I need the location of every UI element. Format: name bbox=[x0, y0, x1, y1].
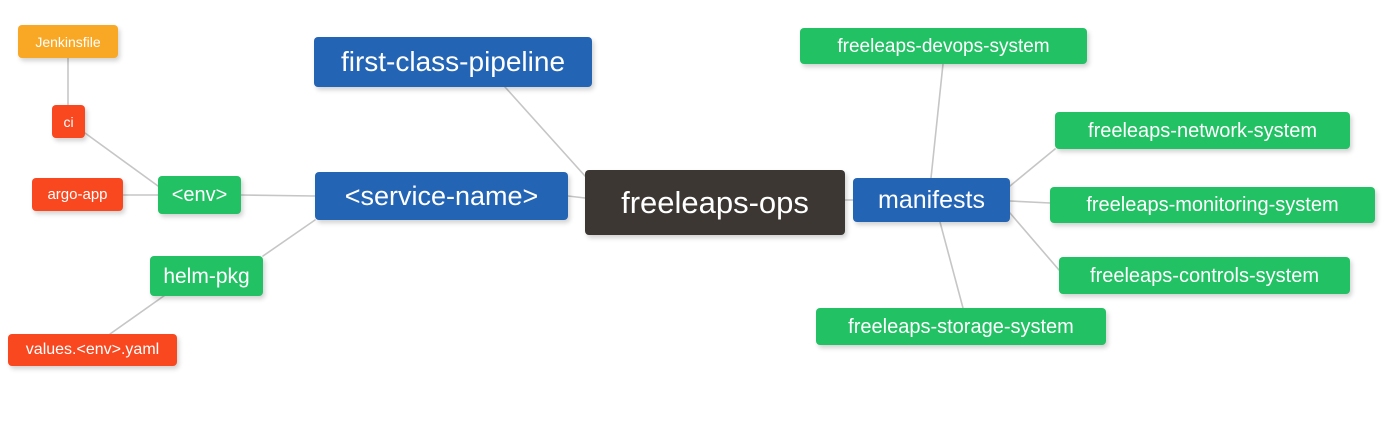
node-label: ci bbox=[63, 113, 74, 130]
node-jenkinsfile[interactable]: Jenkinsfile bbox=[18, 25, 118, 58]
edge-manifests-to-devops-system bbox=[930, 63, 944, 179]
node-label: Jenkinsfile bbox=[35, 33, 101, 50]
node-label: helm-pkg bbox=[163, 264, 250, 288]
node-label: freeleaps-storage-system bbox=[848, 315, 1074, 338]
node-values-yaml[interactable]: values.<env>.yaml bbox=[8, 334, 177, 366]
edge-manifests-to-controls-system bbox=[1009, 212, 1060, 271]
edge-ci-to-env bbox=[84, 132, 159, 187]
edge-env-to-service-name bbox=[240, 194, 316, 197]
edge-manifests-to-network-system bbox=[1009, 148, 1056, 187]
edge-manifests-to-storage-system bbox=[939, 221, 964, 309]
node-label: freeleaps-devops-system bbox=[837, 35, 1050, 57]
node-argo-app[interactable]: argo-app bbox=[32, 178, 123, 211]
node-label: freeleaps-monitoring-system bbox=[1086, 194, 1339, 216]
node-monitoring-system[interactable]: freeleaps-monitoring-system bbox=[1050, 187, 1375, 223]
node-freeleaps-ops[interactable]: freeleaps-ops bbox=[585, 170, 845, 235]
edge-helm-pkg-to-values-yaml bbox=[109, 292, 169, 335]
node-label: argo-app bbox=[47, 186, 108, 203]
node-helm-pkg[interactable]: helm-pkg bbox=[150, 256, 263, 296]
node-env[interactable]: <env> bbox=[158, 176, 241, 214]
node-label: first-class-pipeline bbox=[340, 46, 566, 77]
node-first-class-pipeline[interactable]: first-class-pipeline bbox=[314, 37, 592, 87]
node-devops-system[interactable]: freeleaps-devops-system bbox=[800, 28, 1087, 64]
node-controls-system[interactable]: freeleaps-controls-system bbox=[1059, 257, 1350, 294]
node-label: freeleaps-ops bbox=[621, 185, 809, 220]
node-label: <service-name> bbox=[344, 180, 539, 211]
node-network-system[interactable]: freeleaps-network-system bbox=[1055, 112, 1350, 149]
node-label: freeleaps-controls-system bbox=[1090, 264, 1319, 287]
edge-first-class-pipeline-to-freeleaps-ops bbox=[504, 86, 586, 177]
edge-service-name-to-helm-pkg bbox=[262, 219, 316, 257]
node-label: <env> bbox=[171, 184, 228, 206]
node-label: freeleaps-network-system bbox=[1088, 119, 1317, 142]
edge-service-name-to-freeleaps-ops bbox=[567, 195, 586, 199]
node-manifests[interactable]: manifests bbox=[853, 178, 1010, 222]
node-label: manifests bbox=[878, 185, 985, 214]
node-label: values.<env>.yaml bbox=[25, 341, 160, 358]
node-ci[interactable]: ci bbox=[52, 105, 85, 138]
edge-manifests-to-monitoring-system bbox=[1009, 200, 1051, 204]
node-storage-system[interactable]: freeleaps-storage-system bbox=[816, 308, 1106, 345]
node-service-name[interactable]: <service-name> bbox=[315, 172, 568, 220]
